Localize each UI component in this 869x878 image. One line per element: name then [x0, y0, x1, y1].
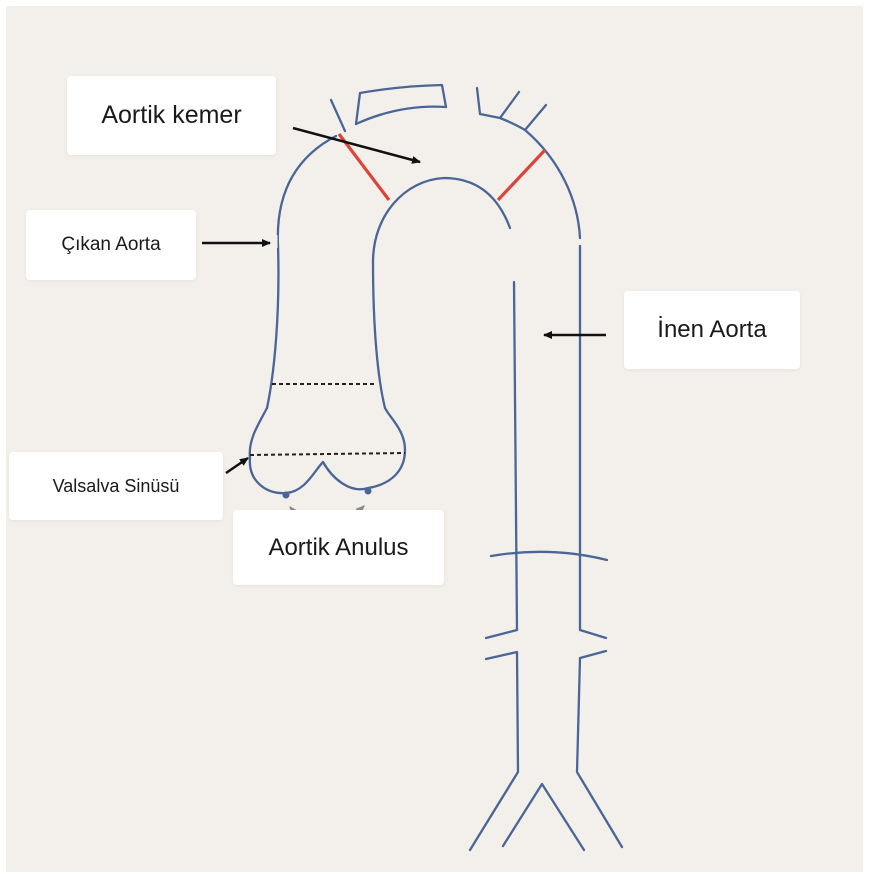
label-aortic-arch-text: Aortik kemer [101, 101, 241, 130]
label-descending-aorta-text: İnen Aorta [657, 316, 766, 344]
label-aortic-annulus-text: Aortik Anulus [268, 534, 408, 562]
label-ascending-aorta: Çıkan Aorta [26, 210, 196, 280]
label-sinus-of-valsalva-text: Valsalva Sinüsü [53, 476, 180, 497]
label-aortic-annulus: Aortik Anulus [233, 510, 444, 585]
label-sinus-of-valsalva: Valsalva Sinüsü [9, 452, 223, 520]
label-ascending-aorta-text: Çıkan Aorta [61, 234, 160, 256]
annulus-dot-right [365, 488, 372, 495]
annulus-dot-left [283, 492, 290, 499]
label-aortic-arch: Aortik kemer [67, 76, 276, 155]
label-descending-aorta: İnen Aorta [624, 291, 800, 369]
